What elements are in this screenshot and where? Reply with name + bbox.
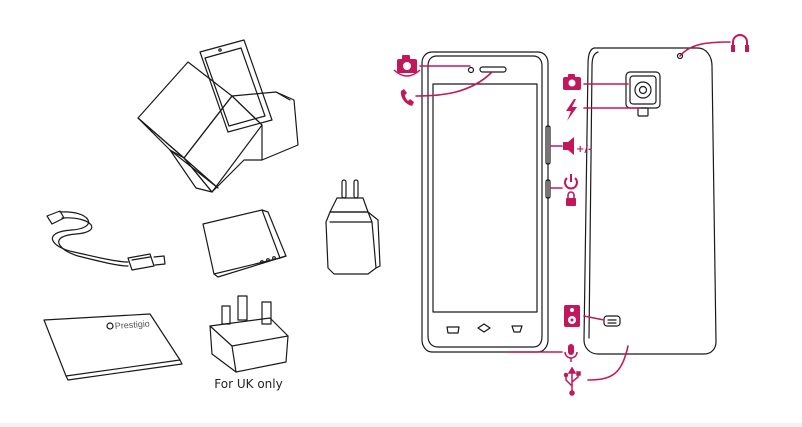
uk-charger <box>209 295 289 373</box>
lock-icon <box>566 191 576 206</box>
battery <box>202 209 287 278</box>
usb-icon <box>563 366 581 396</box>
volume-icon <box>563 137 574 155</box>
phone-front <box>421 51 551 353</box>
headphone-icon <box>731 34 749 52</box>
flash-icon <box>566 99 577 121</box>
usb-cable <box>46 210 166 271</box>
power-icon <box>564 174 578 190</box>
battery-brand-label: Prestigio <box>114 319 150 331</box>
front-camera-icon <box>393 55 421 77</box>
volume-label: +/- <box>576 144 592 155</box>
quick-guide <box>43 313 183 381</box>
rear-camera-icon <box>563 74 581 90</box>
eu-charger <box>325 179 381 275</box>
phone-in-box <box>137 39 299 193</box>
uk-only-caption: For UK only <box>214 377 283 391</box>
speaker-icon <box>564 305 580 327</box>
bottom-divider <box>0 423 802 427</box>
phone-back <box>583 47 717 355</box>
earpiece-icon <box>400 89 414 106</box>
microphone-icon <box>564 344 578 362</box>
